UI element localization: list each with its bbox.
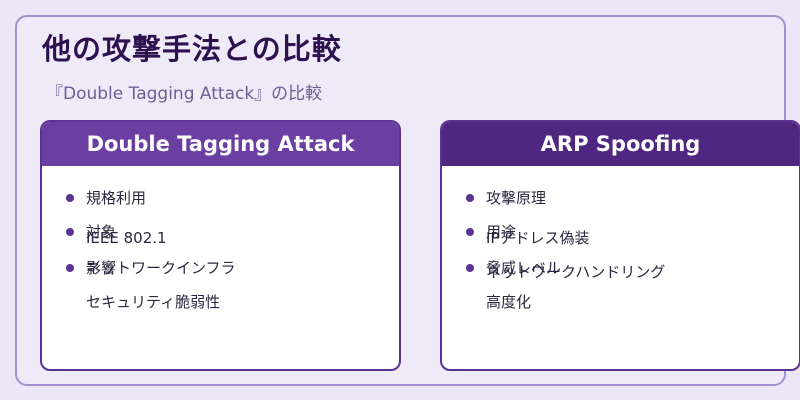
item-label: 影響 [86,259,117,277]
item-value: ネットワークインフラ [86,259,236,277]
list-item-standard: 規格利用 [66,188,146,209]
list-item-vulnerability: セキュリティ脆弱性 [86,292,220,313]
bullet-icon [66,228,74,236]
item-label: 攻撃原理 [486,189,547,207]
bullet-icon [466,264,474,272]
item-value: セキュリティ脆弱性 [86,293,221,311]
list-item-usage: 用途 IPアドレス偽装 [466,222,589,247]
list-item-target: 対象 IEEE 802.1 [66,222,167,247]
list-item-impact: 影響 ネットワークインフラ [66,258,236,279]
card-header: ARP Spoofing [442,122,799,166]
item-label: 用途 [486,223,517,241]
list-item-threat-level: 脅威レベル ネットワークハンドリング [466,258,665,281]
comparison-card-arp-spoofing: ARP Spoofing 攻撃原理 用途 IPアドレス偽装 脅威レベル ネットワ… [440,120,800,371]
list-item-principle: 攻撃原理 [466,188,546,209]
item-label: 規格利用 [86,189,147,207]
bullet-icon [466,194,474,202]
page-title: 他の攻撃手法との比較 [42,32,342,66]
bullet-icon [466,228,474,236]
item-value: IEEE 802.1 [86,229,167,247]
bullet-icon [66,264,74,272]
item-value: ネットワークハンドリング [486,263,666,281]
item-value: IPアドレス偽装 [486,229,590,247]
bullet-icon [66,194,74,202]
card-header: Double Tagging Attack [42,122,399,166]
list-item-sophistication: 高度化 [486,292,531,313]
page-subtitle: 『Double Tagging Attack』の比較 [46,84,323,104]
item-label: 脅威レベル [486,259,562,277]
comparison-card-double-tagging: Double Tagging Attack 規格利用 対象 IEEE 802.1… [40,120,401,371]
item-value: 高度化 [486,293,532,311]
item-label: 対象 [86,223,117,241]
